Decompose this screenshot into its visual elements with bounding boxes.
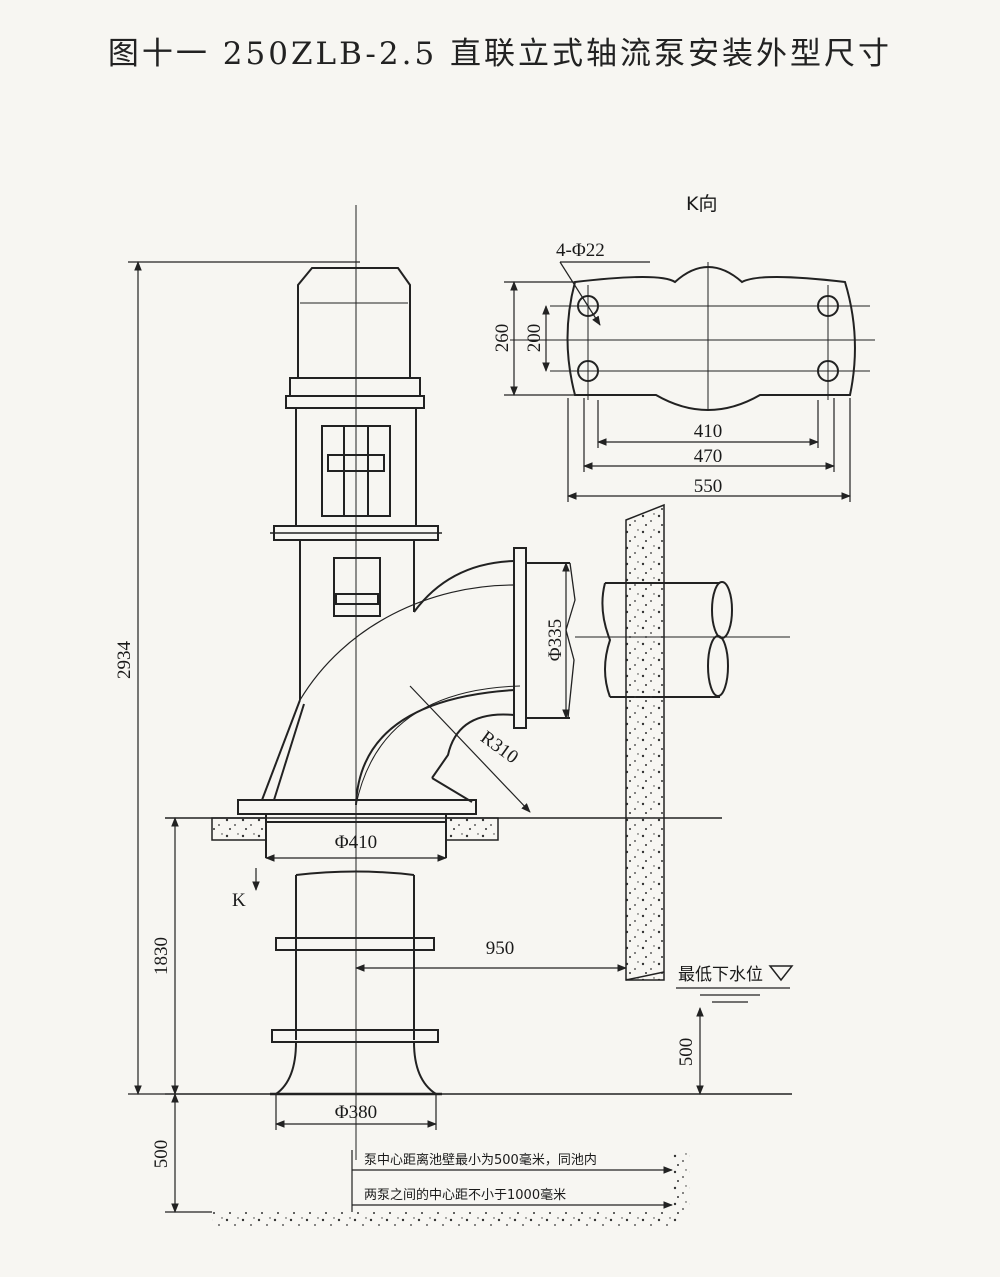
- dim-1830: 1830: [151, 937, 172, 975]
- dim-2934: 2934: [114, 641, 135, 680]
- water-level-label: 最低下水位: [678, 965, 763, 985]
- dim-260: 260: [492, 324, 513, 353]
- pit-right-wall: [672, 1150, 690, 1212]
- motor: [285, 267, 425, 409]
- bolt-holes-label: 4-Φ22: [556, 240, 605, 261]
- dim-470: 470: [694, 446, 723, 467]
- dim-submergence-500: 500: [676, 1038, 697, 1067]
- dim-bend-radius: R310: [476, 727, 522, 768]
- dim-200: 200: [524, 324, 545, 353]
- dim-outlet-diameter: Φ335: [545, 619, 566, 661]
- drawing-title: 图十一 250ZLB-2.5 直联立式轴流泵安装外型尺寸: [107, 36, 893, 72]
- water-level-triangle-icon: [768, 965, 794, 982]
- bend-radius-arc: [355, 685, 521, 806]
- k-direction-label: K: [232, 890, 246, 911]
- floor-slab-left: [211, 817, 267, 841]
- dim-950: 950: [486, 938, 515, 959]
- k-view-flange: [510, 261, 875, 411]
- discharge-pipe: [575, 581, 790, 698]
- dim-column-diameter: Φ410: [335, 832, 377, 853]
- bolt-hole: [577, 295, 599, 317]
- bolt-hole: [817, 295, 839, 317]
- coupling-housing: [270, 407, 442, 541]
- dim-550: 550: [694, 476, 723, 497]
- pit-wall: [625, 503, 665, 981]
- dim-410: 410: [694, 421, 723, 442]
- pit-bottom: [212, 1212, 682, 1226]
- bolt-hole: [577, 360, 599, 382]
- bend-radius-leader: [409, 685, 531, 813]
- note-line-2: 两泵之间的中心距不小于1000毫米: [364, 1187, 566, 1203]
- pump-body: [261, 540, 415, 801]
- k-view-label: K向: [686, 193, 717, 215]
- discharge-elbow: [299, 547, 576, 806]
- dim-bell-diameter: Φ380: [335, 1102, 377, 1123]
- floor-slab-right: [445, 817, 499, 841]
- dim-bottom-500: 500: [151, 1140, 172, 1169]
- bolt-hole: [817, 360, 839, 382]
- dimension-lines: [128, 261, 851, 1213]
- note-line-1: 泵中心距离池壁最小为500毫米，同池内: [364, 1152, 597, 1168]
